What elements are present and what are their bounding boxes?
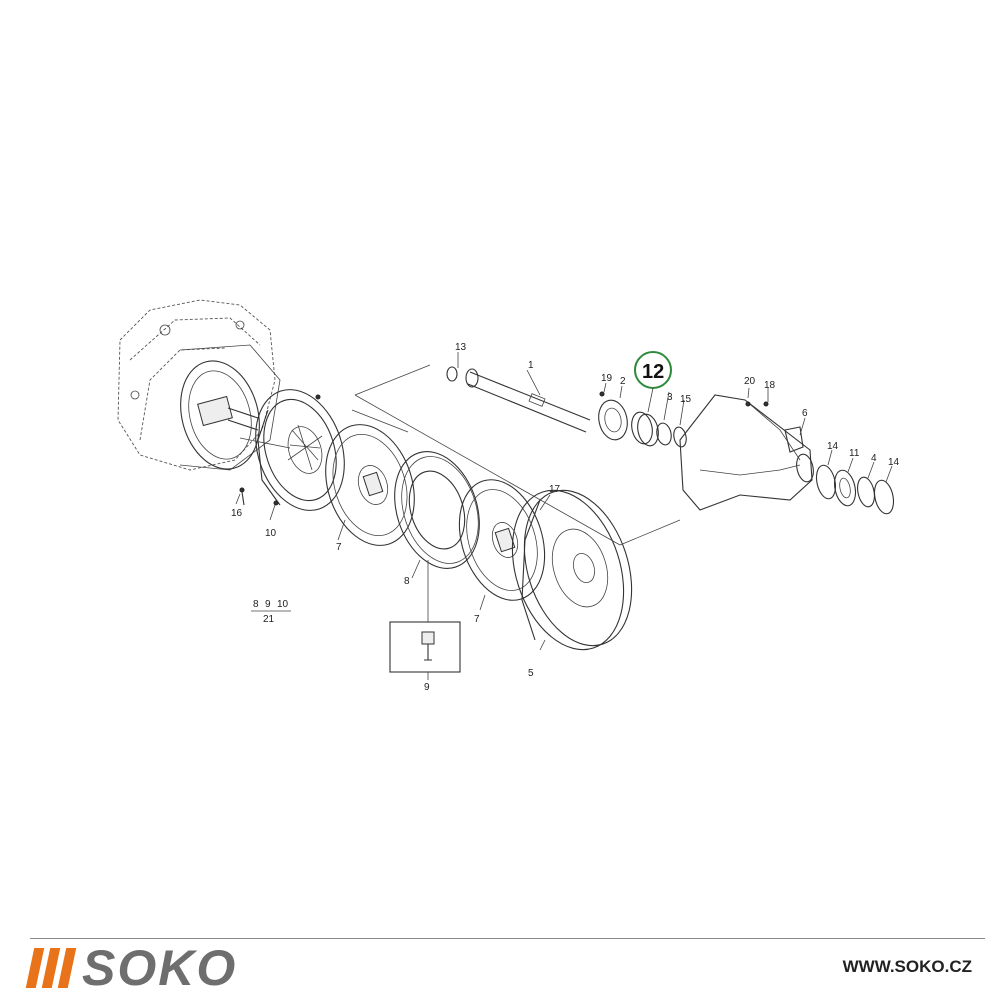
leader-lines: [235, 352, 893, 680]
part-labels: 13 1 19 2 3 15 20 18 6 14 11 4 14 17 16 …: [231, 342, 900, 693]
group-note: 8 9 10 21: [251, 599, 291, 625]
part-label-19: 19: [601, 373, 613, 384]
explode-frame: [239, 364, 681, 546]
part-label-3: 3: [667, 392, 673, 403]
bell-housing: [679, 394, 814, 511]
part-label-18: 18: [764, 380, 776, 391]
clutch-disc-b: [458, 479, 546, 601]
output-rings: [815, 464, 895, 515]
intermediate-plate: [394, 451, 480, 569]
part-label-14b: 14: [888, 457, 900, 468]
detail-block: [239, 487, 461, 673]
part-label-9: 9: [424, 682, 430, 693]
part-label-15: 15: [680, 394, 692, 405]
group-note-9: 9: [265, 599, 271, 610]
part-label-10: 10: [265, 528, 277, 539]
clutch-shaft: [446, 366, 591, 433]
logo-bars-icon: [25, 948, 77, 988]
clutch-disc-a: [325, 424, 415, 546]
highlighted-part: 12: [634, 351, 672, 413]
flywheel: [511, 489, 633, 651]
group-note-8: 8: [253, 599, 259, 610]
group-note-10: 10: [277, 599, 289, 610]
brand-logo: SOKO: [25, 940, 238, 996]
brand-name: SOKO: [82, 940, 238, 996]
part-label-7b: 7: [474, 614, 480, 625]
part-label-16: 16: [231, 508, 243, 519]
part-label-6: 6: [802, 408, 808, 419]
engine-housing: [117, 299, 281, 471]
part-label-13: 13: [455, 342, 467, 353]
part-label-1: 1: [528, 360, 534, 371]
group-note-21: 21: [263, 614, 275, 625]
part-label-7a: 7: [336, 542, 342, 553]
part-label-20: 20: [744, 376, 756, 387]
part-label-8: 8: [404, 576, 410, 587]
footer-divider: [30, 938, 985, 939]
part-label-14a: 14: [827, 441, 839, 452]
website-link[interactable]: WWW.SOKO.CZ: [842, 957, 972, 976]
part-label-5: 5: [528, 668, 534, 679]
part-label-17: 17: [549, 484, 561, 495]
part-label-12: 12: [642, 361, 664, 383]
pressure-plate: [255, 389, 345, 511]
bearing-set: [598, 391, 687, 448]
part-label-4: 4: [871, 453, 877, 464]
part-label-2: 2: [620, 376, 626, 387]
part-label-11: 11: [849, 448, 860, 459]
